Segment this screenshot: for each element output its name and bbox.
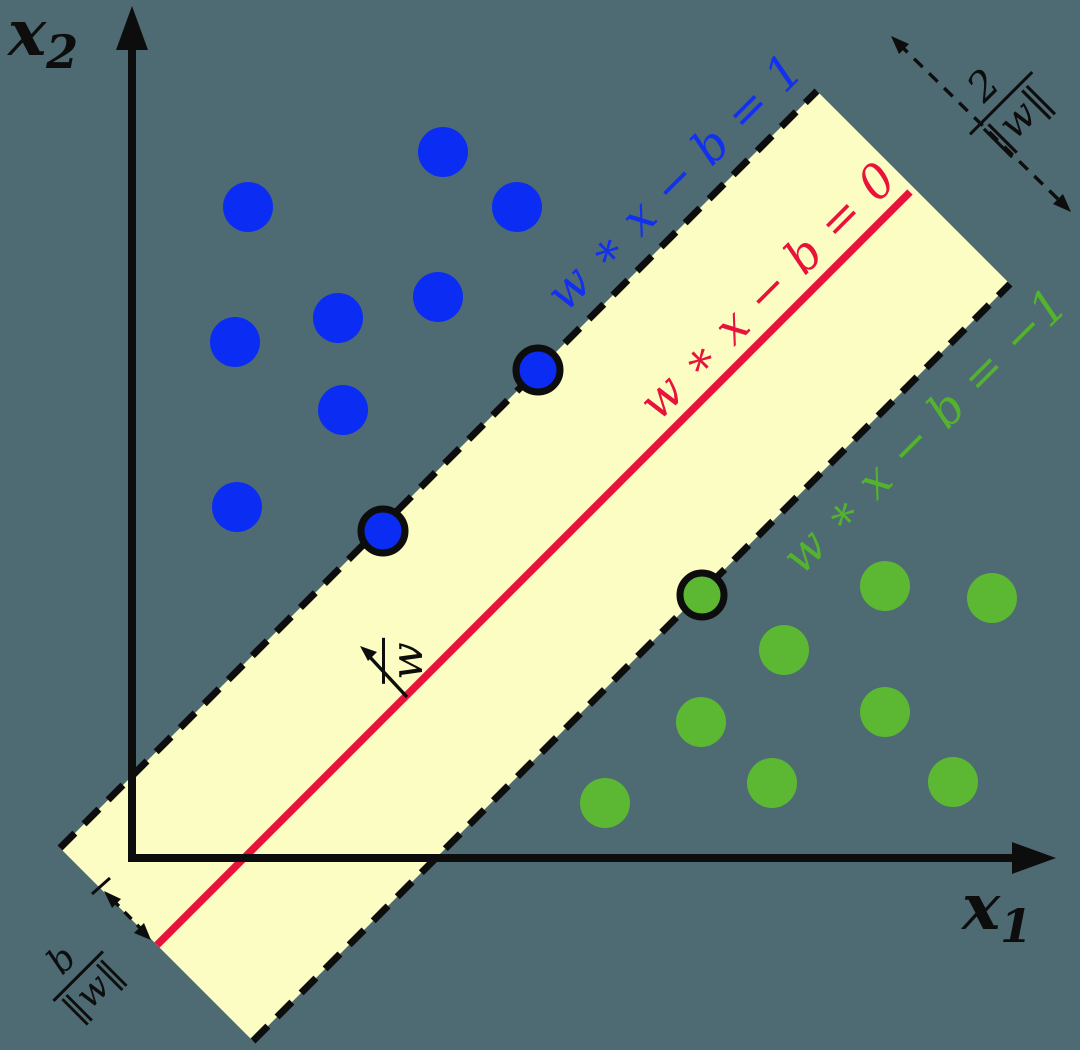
green-data-point: [759, 625, 809, 675]
green-support-vectors: [676, 569, 728, 621]
y-axis-label-base: x: [8, 0, 47, 71]
x-axis-label-base: x: [962, 870, 1001, 945]
blue-data-point: [210, 317, 260, 367]
w-vector-label-glyph: w: [382, 638, 433, 684]
green-support-vector: [676, 569, 728, 621]
green-data-point: [676, 697, 726, 747]
x-axis-label: x1: [962, 876, 1032, 949]
green-data-point: [747, 758, 797, 808]
blue-points: [210, 127, 542, 532]
bias-offset-arrow: [110, 897, 145, 933]
blue-support-vector: [512, 344, 564, 396]
lower-margin-line: [250, 281, 1013, 1044]
w-vector-arrowhead-icon: [360, 646, 377, 661]
bias-offset-tick: [91, 876, 111, 896]
blue-data-point: [418, 127, 468, 177]
green-data-point: [860, 561, 910, 611]
green-data-point: [967, 573, 1017, 623]
blue-data-point: [212, 482, 262, 532]
x-axis-label-subscript: 1: [1000, 898, 1033, 953]
upper-margin-line: [57, 88, 820, 851]
w-vector-arrow: [366, 653, 409, 699]
green-data-point: [580, 778, 630, 828]
blue-data-point: [313, 293, 363, 343]
margin-width-arrowhead-lower-icon: [1053, 194, 1071, 212]
w-vector-label: w: [382, 638, 433, 684]
margin-width-arrowhead-upper-icon: [891, 36, 909, 54]
blue-data-point: [492, 182, 542, 232]
green-data-point: [860, 687, 910, 737]
blue-support-vectors: [357, 344, 564, 557]
decision-boundary-line: [154, 189, 913, 948]
y-axis-arrowhead-icon: [116, 6, 148, 50]
y-axis-label-subscript: 2: [46, 24, 79, 79]
blue-support-vector: [357, 505, 409, 557]
y-axis-label: x2: [8, 2, 78, 75]
bias-offset-arrowhead-lower-icon: [134, 923, 151, 940]
blue-data-point: [223, 182, 273, 232]
blue-data-point: [413, 272, 463, 322]
green-data-point: [928, 757, 978, 807]
green-points: [580, 561, 1017, 828]
x-axis-arrowhead-icon: [1012, 842, 1056, 874]
margin-width-arrow: [897, 42, 1065, 206]
bias-offset-arrowhead-upper-icon: [104, 891, 121, 908]
blue-data-point: [318, 385, 368, 435]
